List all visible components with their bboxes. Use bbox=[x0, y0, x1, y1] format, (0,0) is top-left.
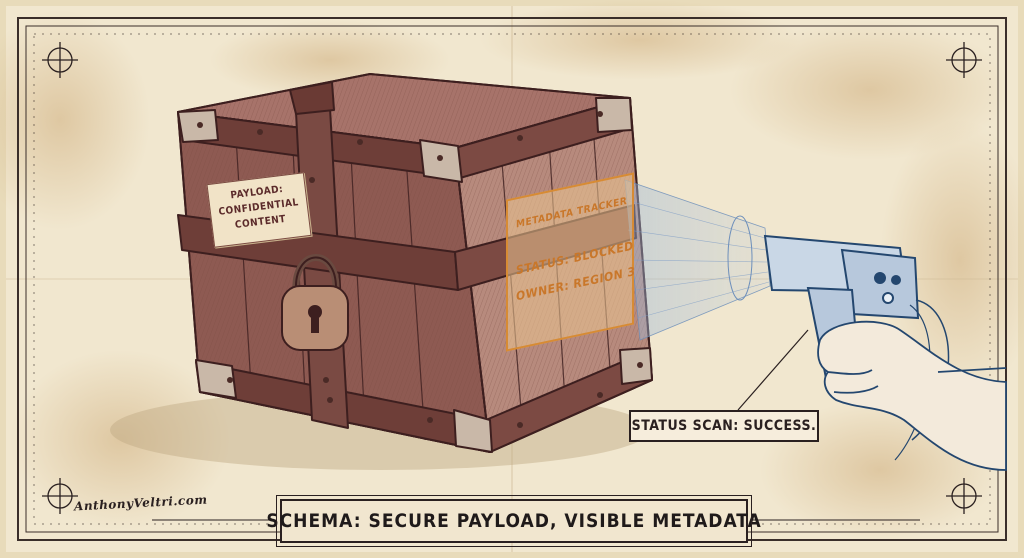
scan-beam bbox=[624, 179, 771, 341]
scan-beam-lines bbox=[624, 199, 770, 319]
crosshair-icon bbox=[946, 42, 982, 78]
crosshair-icon bbox=[42, 478, 78, 514]
schema-title: SCHEMA: SECURE PAYLOAD, VISIBLE METADATA bbox=[266, 510, 762, 532]
padlock-icon bbox=[281, 254, 349, 351]
scan-status-callout: STATUS SCAN: SUCCESS. bbox=[629, 410, 819, 442]
crate-rivets bbox=[197, 111, 643, 428]
metadata-tracker-title: METADATA TRACKER bbox=[516, 195, 628, 231]
crosshair-icon bbox=[42, 42, 78, 78]
leader-line bbox=[737, 329, 809, 411]
scan-status-text: STATUS SCAN: SUCCESS. bbox=[631, 418, 817, 434]
crosshair-icon bbox=[946, 478, 982, 514]
metadata-tracker-card: METADATA TRACKER STATUS: BLOCKED OWNER: … bbox=[506, 172, 635, 352]
hand-holding-scanner bbox=[817, 320, 1007, 471]
schema-title-banner: SCHEMA: SECURE PAYLOAD, VISIBLE METADATA bbox=[266, 495, 761, 547]
payload-note: PAYLOAD: CONFIDENTIAL CONTENT bbox=[206, 172, 312, 248]
